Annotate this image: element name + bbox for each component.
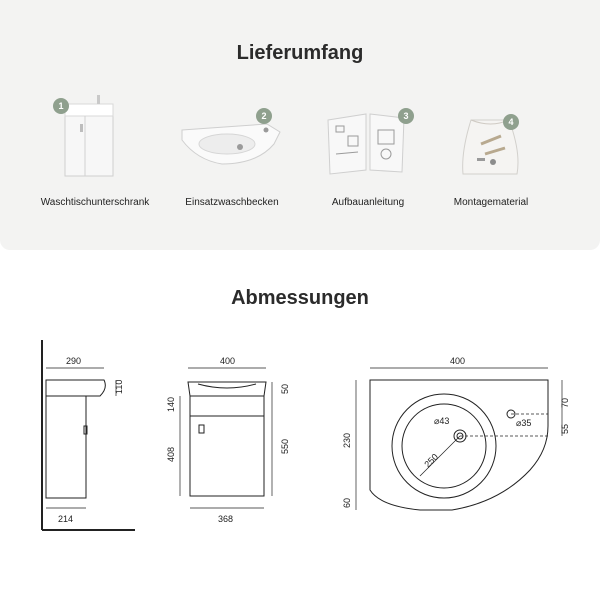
hardware-bag-icon [462,119,519,175]
dim-side-bottom-depth: 214 [58,514,73,524]
dim-top-front-offset: 60 [342,498,352,508]
dim-front-rim-height: 50 [280,384,290,394]
dimensions-title: Abmessungen [231,287,369,309]
item-label: Waschtischunterschrank [40,197,150,208]
dim-top-width: 400 [450,356,465,366]
dim-top-depth: 230 [342,433,352,448]
cabinet-icon [64,95,114,177]
dim-front-door-height: 408 [166,447,176,462]
item-badge: 2 [256,108,272,124]
item-label: Montagematerial [453,197,529,208]
dim-front-width-bottom: 368 [218,514,233,524]
contents-title: Lieferumfang [236,42,364,64]
dim-side-basin-height: 110 [114,380,124,394]
dim-side-top-depth: 290 [66,356,81,366]
dim-top-tap-diameter: ⌀35 [516,418,531,428]
dim-top-drain-offset: 55 [560,424,570,434]
item-basin: 2 Einsatzwaschbecken [162,92,302,222]
item-badge: 3 [398,108,414,124]
basin-icon [181,123,281,165]
item-label: Aufbauanleitung [331,197,405,208]
top-bowl-outer [391,393,497,499]
dim-front-total-height: 550 [280,439,290,454]
dim-top-drain-diameter: ⌀43 [434,416,449,426]
top-basin-outline [369,379,549,511]
item-manual: 3 Aufbauanleitung [298,92,438,222]
dimension-drawings: 290 214 110 400 368 140 408 50 550 400 2… [41,340,570,531]
front-cabinet [189,395,265,497]
item-badge: 1 [53,98,69,114]
item-hardware: 4 Montagematerial [421,92,561,222]
item-cabinet: 1 Waschtischunterschrank [25,92,165,222]
item-label: Einsatzwaschbecken [185,197,279,208]
dim-front-width-top: 400 [220,356,235,366]
manual-icon [327,113,405,175]
side-cabinet [45,379,106,499]
dim-top-bowl-radius: 250 [422,452,440,470]
item-badge: 4 [503,114,519,130]
dim-front-upper-height: 140 [166,397,176,412]
dim-top-tap-offset: 70 [560,398,570,408]
